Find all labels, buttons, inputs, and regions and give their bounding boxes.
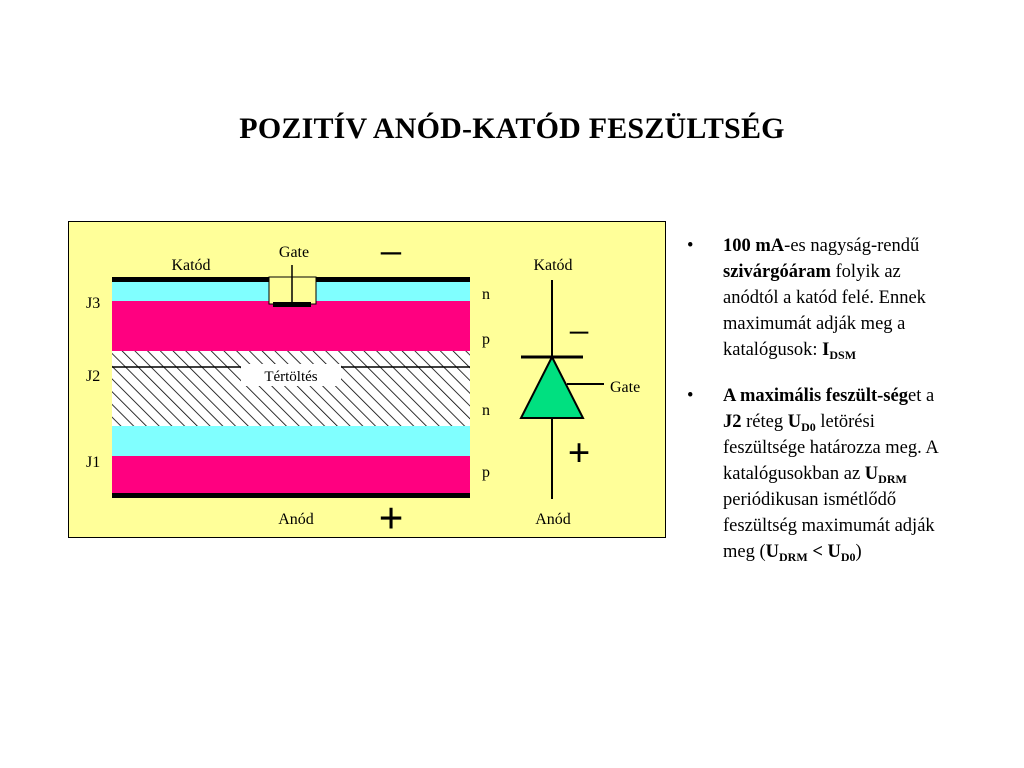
anode-electrode bbox=[112, 493, 470, 498]
gate-contact bbox=[273, 302, 311, 307]
udrm-symbol: U bbox=[864, 464, 879, 484]
left-plus-sign: + bbox=[378, 494, 403, 537]
bullet2-text-2: réteg bbox=[741, 412, 788, 432]
bullet1-text-2: folyik az anódtól a katód felé. Ennek ma… bbox=[723, 262, 926, 360]
right-anode-label: Anód bbox=[535, 511, 571, 528]
udrm-subscript: DRM bbox=[878, 472, 907, 486]
left-cathode-label: Katód bbox=[171, 257, 210, 274]
idsm-symbol: I bbox=[822, 340, 830, 360]
diagram-svg: Tértöltés Katód Gate Anód − + J3 J2 J1 n… bbox=[86, 229, 640, 537]
idsm-subscript: DSM bbox=[829, 348, 857, 362]
bullet-list: • 100 mA-es nagyság-rendű szivárgóáram f… bbox=[683, 233, 943, 565]
max-voltage-term: A maximális feszült-ség bbox=[723, 386, 908, 406]
ud0-symbol: U bbox=[787, 412, 802, 432]
junction-label-j1: J1 bbox=[86, 454, 100, 471]
bullet2-text-1: et a bbox=[907, 386, 935, 406]
less-than-ud0: < U bbox=[807, 542, 841, 562]
bullet-dot-icon: • bbox=[687, 236, 694, 256]
thyristor-diagram: Tértöltés Katód Gate Anód − + J3 J2 J1 n… bbox=[68, 221, 666, 538]
symbol-diode-triangle bbox=[519, 354, 585, 419]
ud0-subscript-2: D0 bbox=[840, 550, 856, 564]
depletion-label: Tértöltés bbox=[264, 369, 317, 385]
j2-term: J2 bbox=[723, 412, 742, 432]
n-layer-bottom bbox=[112, 426, 470, 456]
bullet-item-leakage-current: • 100 mA-es nagyság-rendű szivárgóáram f… bbox=[683, 233, 943, 363]
p-layer-top bbox=[112, 301, 470, 351]
slide-title: POZITÍV ANÓD-KATÓD FESZÜLTSÉG bbox=[239, 112, 785, 145]
right-plus-sign: + bbox=[568, 430, 591, 475]
udrm-subscript-2: DRM bbox=[779, 550, 808, 564]
right-minus-sign: − bbox=[568, 310, 591, 355]
p-layer-bottom bbox=[112, 456, 470, 493]
bullet1-text-1: -es nagyság-rendű bbox=[784, 236, 920, 256]
layer-label-n-top: n bbox=[482, 286, 490, 303]
left-anode-label: Anód bbox=[278, 511, 314, 528]
leakage-current-value: 100 mA bbox=[723, 236, 785, 256]
layer-label-p-top: p bbox=[482, 331, 490, 348]
depletion-region bbox=[112, 351, 470, 426]
bullet2-text-4: periódikusan ismétlődő feszültség maximu… bbox=[723, 490, 935, 562]
bullet2-text-3: letörési feszültsége határozza meg. A ka… bbox=[723, 412, 938, 484]
bullet-dot-icon: • bbox=[687, 386, 694, 406]
ud0-subscript: D0 bbox=[801, 420, 816, 434]
bullet-item-max-voltage: • A maximális feszült-séget a J2 réteg U… bbox=[683, 383, 943, 565]
layer-label-p-bottom: p bbox=[482, 464, 490, 481]
depletion-label-box bbox=[241, 364, 341, 386]
left-gate-label: Gate bbox=[279, 244, 309, 261]
junction-label-j2: J2 bbox=[86, 368, 100, 385]
udrm-symbol-2: U bbox=[765, 542, 780, 562]
right-gate-label: Gate bbox=[610, 379, 640, 396]
junction-label-j3: J3 bbox=[86, 295, 100, 312]
layer-label-n-bottom: n bbox=[482, 402, 490, 419]
leakage-current-term: szivárgóáram bbox=[723, 262, 831, 282]
bullet2-text-5: ) bbox=[855, 542, 862, 562]
left-minus-sign: − bbox=[379, 229, 404, 278]
right-cathode-label: Katód bbox=[533, 257, 572, 274]
